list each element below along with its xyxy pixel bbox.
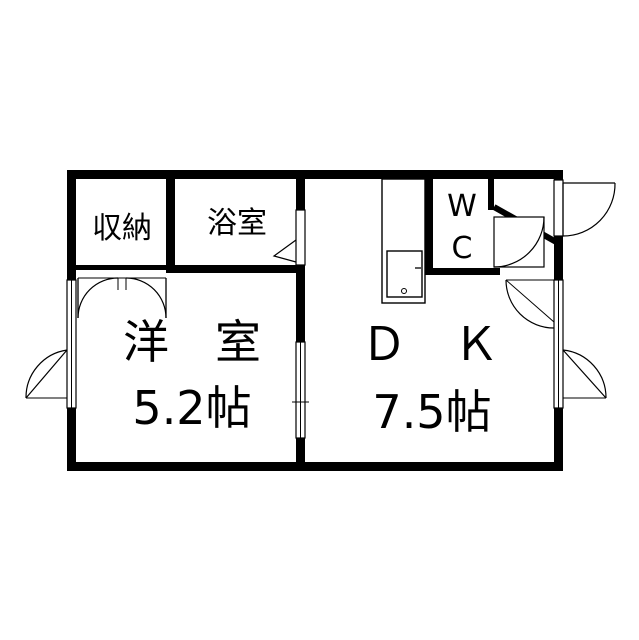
- wc-left-wall: [425, 176, 433, 272]
- right-wall-top: [554, 170, 563, 180]
- sink: [386, 250, 423, 298]
- right-door: [505, 279, 607, 409]
- bath-door: [272, 209, 306, 266]
- dk-room-name: Ｄ Ｋ: [361, 317, 499, 371]
- western-room-size: 5.2帖: [132, 381, 251, 435]
- storage-doors: [77, 277, 167, 319]
- storage-bath-wall: [166, 176, 175, 272]
- storage-label: 収納: [92, 211, 152, 246]
- wc-door: [492, 204, 560, 268]
- storage-bottom-wall: [67, 265, 167, 270]
- sliding-door: [292, 341, 309, 439]
- right-wall-lower: [554, 408, 563, 471]
- bath-right-wall-upper: [296, 176, 305, 210]
- wc-right-wall: [488, 176, 494, 210]
- outer-walls: [67, 170, 563, 471]
- wc-bottom-wall: [425, 268, 500, 275]
- interior-walls: [67, 176, 500, 468]
- left-wall-upper: [67, 170, 76, 280]
- western-room-name: 洋 室: [123, 315, 261, 369]
- left-door: [25, 279, 77, 409]
- dk-room-size: 7.5帖: [372, 385, 491, 439]
- partition-wall-upper: [296, 265, 305, 342]
- left-wall-lower: [67, 408, 76, 471]
- bottom-wall: [67, 462, 563, 471]
- bath-label: 浴室: [207, 206, 267, 241]
- kitchen-counter: [381, 178, 426, 304]
- right-wall-mid: [554, 236, 563, 280]
- top-wall: [67, 170, 563, 179]
- entrance-door: [553, 179, 616, 237]
- wc-label-w: W: [447, 189, 477, 224]
- partition-wall-lower: [296, 438, 305, 468]
- wc-label-c: C: [452, 231, 473, 266]
- bath-bottom-wall: [166, 265, 296, 273]
